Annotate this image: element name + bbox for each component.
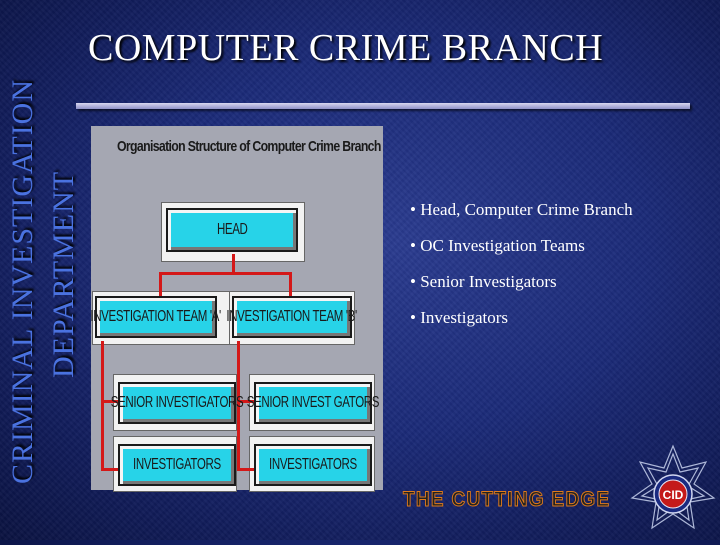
connector-to-team-b — [289, 272, 292, 296]
org-box-head-label: HEAD — [216, 221, 248, 238]
org-box-team-b-label: INVESTIGATION TEAM 'B' — [226, 308, 358, 325]
org-box-inv-b: INVESTIGATORS — [254, 444, 372, 486]
org-box-team-b: INVESTIGATION TEAM 'B' — [227, 296, 358, 338]
connector-horizontal — [159, 272, 292, 275]
connector-to-team-a — [159, 272, 162, 296]
org-box-inv-a: INVESTIGATORS — [118, 444, 236, 486]
role-list-item: Investigators — [410, 306, 633, 342]
tagline: THE CUTTING EDGE — [403, 488, 611, 512]
department-title-line1: CRIMINAL INVESTIGATION — [6, 78, 39, 484]
slide-title: COMPUTER CRIME BRANCH — [88, 27, 604, 69]
role-list-item: OC Investigation Teams — [410, 234, 633, 270]
department-title: CRIMINAL INVESTIGATION DEPARTMENT — [0, 0, 90, 540]
department-title-line2: DEPARTMENT — [47, 170, 80, 378]
connector-team-b-down — [237, 341, 240, 471]
cid-badge-icon: CID — [626, 440, 720, 540]
org-box-senior-b: SENIOR INVEST GATORS — [247, 382, 380, 424]
role-list-item: Head, Computer Crime Branch — [410, 198, 632, 234]
connector-team-a-down — [101, 341, 104, 471]
org-box-senior-a-label: SENIOR INVESTIGATORS — [110, 394, 244, 411]
role-list: Head, Computer Crime Branch OC Investiga… — [410, 198, 633, 342]
badge-text: CID — [663, 488, 684, 502]
org-box-inv-a-label: INVESTIGATORS — [133, 456, 221, 473]
connector-team-b-senior — [237, 400, 255, 403]
org-chart-title: Organisation Structure of Computer Crime… — [117, 138, 381, 155]
connector-team-b-inv — [237, 468, 255, 471]
org-box-senior-b-label: SENIOR INVEST GATORS — [246, 394, 380, 411]
connector-team-a-senior — [101, 400, 119, 403]
title-divider — [76, 103, 690, 109]
connector-head-down — [232, 254, 235, 274]
org-chart-image: Organisation Structure of Computer Crime… — [91, 126, 383, 492]
org-box-senior-a: SENIOR INVESTIGATORS — [111, 382, 244, 424]
role-list-item: Senior Investigators — [410, 270, 633, 306]
org-box-team-a-label: INVESTIGATION TEAM 'A' — [90, 308, 222, 325]
org-box-team-a: INVESTIGATION TEAM 'A' — [91, 296, 222, 338]
org-box-inv-b-label: INVESTIGATORS — [269, 456, 357, 473]
connector-team-a-inv — [101, 468, 119, 471]
org-box-head: HEAD — [166, 208, 298, 252]
